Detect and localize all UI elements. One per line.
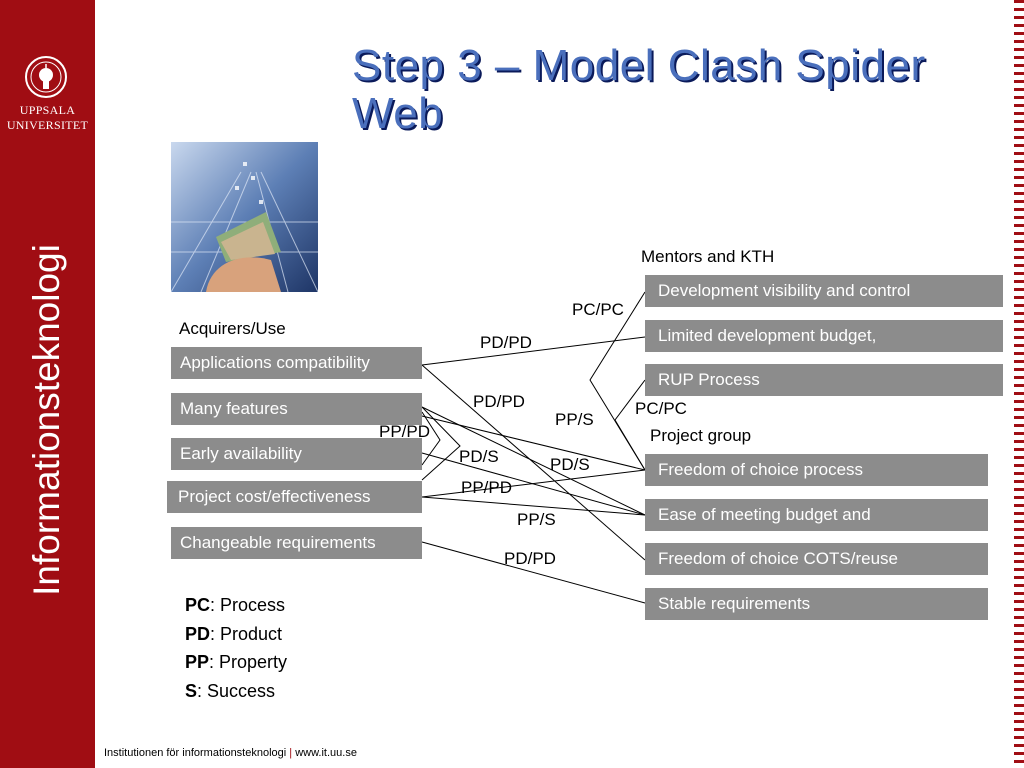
- right-box-ease-budget: Ease of meeting budget and: [645, 499, 988, 531]
- left-box-many-features: Many features: [171, 393, 422, 425]
- legend: PC: Process PD: Product PP: Property S: …: [185, 591, 287, 705]
- edge-label-pd-s: PD/S: [550, 455, 590, 474]
- edge-label-pc-pc: PC/PC: [635, 399, 687, 418]
- connection-line: [614, 379, 646, 471]
- group-project: Project group: [650, 426, 752, 445]
- right-box-freedom-process: Freedom of choice process: [645, 454, 988, 486]
- title-line-2: Web: [352, 89, 444, 138]
- title-line-1: Step 3 – Model Clash Spider: [352, 41, 926, 90]
- left-box-applications-compatibility: Applications compatibility: [171, 347, 422, 379]
- right-box-development-visibility: Development visibility and control: [645, 275, 1003, 307]
- legend-item: PP: Property: [185, 652, 288, 672]
- university-line-1: UPPSALA: [19, 103, 76, 117]
- edge-label-pp-s: PP/S: [517, 510, 556, 529]
- edge-label-pc-pc: PC/PC: [572, 300, 624, 319]
- right-box-freedom-cots: Freedom of choice COTS/reuse: [645, 543, 988, 575]
- group-acquirers: Acquirers/Use: [179, 319, 286, 338]
- slide-title: Step 3 – Model Clash Spider Web: [352, 42, 926, 138]
- connection-line: [421, 411, 441, 466]
- left-box-changeable-requirements: Changeable requirements: [171, 527, 422, 559]
- decorative-stripes: [1014, 0, 1024, 768]
- footer-url[interactable]: www.it.uu.se: [295, 747, 357, 759]
- right-box-rup-process: RUP Process: [645, 364, 1003, 396]
- edge-label-pp-s: PP/S: [555, 410, 594, 429]
- money-hand-photo: [171, 142, 318, 292]
- legend-item: PD: Product: [185, 623, 283, 644]
- university-seal-icon: [25, 56, 67, 98]
- right-box-limited-budget: Limited development budget,: [645, 320, 1003, 352]
- edge-label-pd-pd: PD/PD: [504, 549, 556, 568]
- connection-line: [421, 415, 646, 471]
- left-box-early-availability: Early availability: [171, 438, 422, 470]
- edge-label-pp-pd: PP/PD: [379, 422, 431, 441]
- group-mentors: Mentors and KTH: [641, 247, 775, 266]
- edge-label-pd-pd: PD/PD: [480, 333, 532, 352]
- footer: Institutionen för informationsteknologi …: [104, 747, 357, 759]
- university-name: UPPSALA UNIVERSITET: [0, 103, 95, 133]
- edge-label-pp-pd: PP/PD: [461, 478, 513, 497]
- connection-line: [421, 469, 646, 498]
- connection-line: [421, 406, 646, 516]
- footer-dept: Institutionen för informationsteknologi: [104, 747, 287, 759]
- edge-label-pd-s: PD/S: [459, 447, 499, 466]
- connection-line: [421, 336, 646, 366]
- left-box-project-cost: Project cost/effectiveness: [167, 481, 422, 513]
- legend-item: PC: Process: [185, 595, 286, 615]
- connection-line: [421, 496, 646, 516]
- university-line-2: UNIVERSITET: [6, 118, 89, 132]
- right-box-stable-requirements: Stable requirements: [645, 588, 988, 620]
- edge-label-pd-pd: PD/PD: [473, 392, 525, 411]
- sidebar: UPPSALA UNIVERSITET Informationsteknolog…: [0, 0, 95, 768]
- connection-line: [421, 364, 646, 561]
- connection-line: [421, 541, 646, 604]
- footer-separator: |: [289, 747, 293, 759]
- connection-line: [421, 406, 461, 481]
- legend-item: S: Success: [185, 680, 276, 701]
